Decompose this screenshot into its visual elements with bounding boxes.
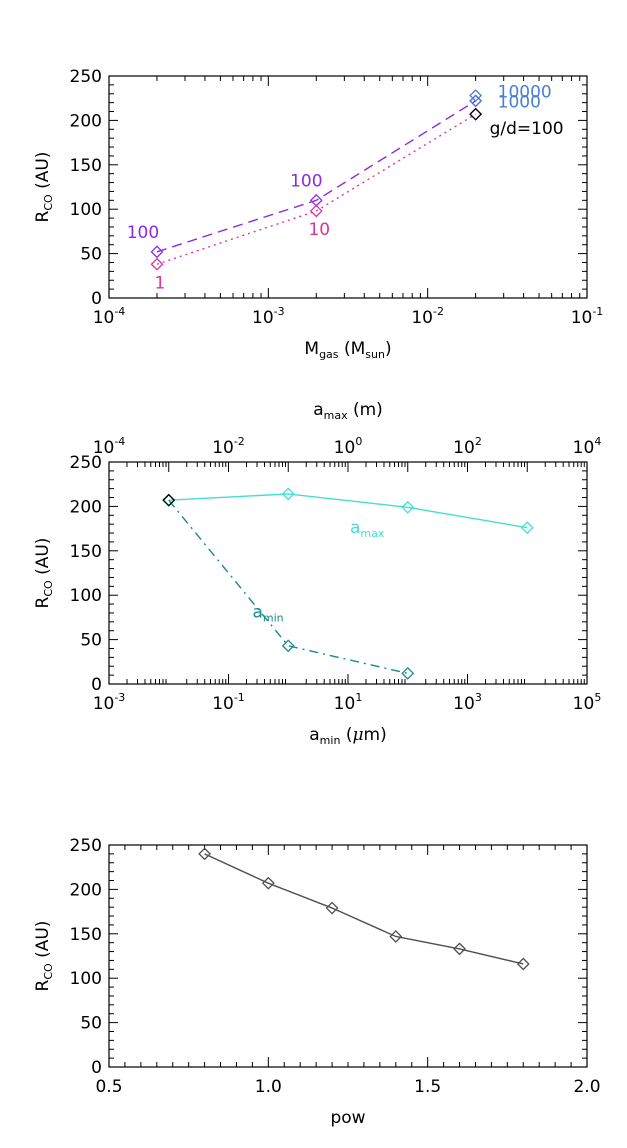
x-axis-label: pow bbox=[330, 1108, 365, 1128]
y-axis-label: RCO (AU) bbox=[33, 152, 55, 223]
x-tick-label: 2.0 bbox=[573, 1077, 600, 1097]
y-tick-label: 50 bbox=[80, 1014, 102, 1034]
data-point bbox=[520, 521, 534, 535]
x-tick-label: 1.5 bbox=[414, 1077, 441, 1097]
series-label-amax: amax bbox=[350, 518, 385, 540]
data-point bbox=[389, 930, 403, 943]
x-tick-label: 105 bbox=[573, 691, 602, 714]
series-line-2 bbox=[156, 113, 476, 265]
data-point bbox=[401, 500, 415, 514]
data-point bbox=[281, 487, 295, 501]
point-label: 100 bbox=[127, 223, 159, 243]
x-tick-label: 10-2 bbox=[411, 305, 444, 328]
x-tick-label: 10-3 bbox=[93, 691, 126, 714]
y-tick-label: 250 bbox=[70, 453, 102, 473]
plot-frame bbox=[108, 461, 588, 685]
series-line-1 bbox=[168, 493, 528, 529]
data-point bbox=[261, 876, 275, 890]
x-tick-label: 10-1 bbox=[212, 691, 245, 714]
y-tick-label: 50 bbox=[80, 245, 102, 265]
data-point bbox=[309, 204, 323, 218]
y-tick-label: 0 bbox=[91, 675, 102, 695]
y-tick-label: 100 bbox=[70, 969, 102, 989]
data-point bbox=[453, 942, 466, 956]
y-tick-label: 200 bbox=[70, 111, 102, 131]
top-tick-label: 10-2 bbox=[212, 435, 245, 458]
plot-frame bbox=[108, 844, 588, 1068]
gas-to-dust-annotation: 10000 bbox=[498, 83, 552, 103]
data-point bbox=[469, 89, 483, 102]
y-tick-label: 200 bbox=[70, 880, 102, 900]
y-tick-label: 200 bbox=[70, 497, 102, 517]
y-tick-label: 100 bbox=[70, 586, 102, 606]
x-tick-label: 10-1 bbox=[571, 305, 604, 328]
data-point bbox=[516, 957, 530, 971]
data-point bbox=[150, 257, 164, 271]
chart-panel-3: 0 50 100 150 200 250 0.5 1.0 1.5 2.0 pow RCO (AU) bbox=[33, 836, 601, 1128]
series-line-1 bbox=[204, 853, 524, 965]
gas-to-dust-annotation: 1000 bbox=[498, 92, 541, 112]
y-tick-label: 150 bbox=[70, 542, 102, 562]
x-tick-label: 103 bbox=[453, 691, 482, 714]
y-axis-label: RCO (AU) bbox=[33, 921, 55, 992]
top-tick-label: 104 bbox=[573, 435, 602, 458]
y-tick-label: 100 bbox=[70, 200, 102, 220]
top-tick-label: 100 bbox=[334, 435, 363, 458]
y-tick-label: 250 bbox=[70, 836, 102, 856]
series-line-1 bbox=[156, 100, 477, 253]
x-axis-label: Mgas (Msun) bbox=[304, 339, 391, 361]
data-point bbox=[162, 493, 176, 507]
data-point bbox=[325, 901, 339, 915]
y-tick-label: 150 bbox=[70, 925, 102, 945]
x-tick-label: 0.5 bbox=[95, 1077, 122, 1097]
data-point bbox=[281, 639, 295, 653]
top-tick-label: 102 bbox=[453, 435, 482, 458]
chart-panel-2: 0 50 100 150 200 250 10-3 10-1 101 103 105 10-4 10-2… bbox=[33, 400, 601, 747]
y-tick-label: 0 bbox=[91, 1058, 102, 1078]
gas-to-dust-annotation: g/d=100 bbox=[490, 119, 564, 139]
data-point bbox=[469, 94, 483, 108]
point-label: 1 bbox=[155, 273, 166, 293]
data-point bbox=[198, 847, 212, 861]
y-tick-label: 150 bbox=[70, 156, 102, 176]
y-tick-label: 0 bbox=[91, 289, 102, 309]
x-tick-label: 10-3 bbox=[252, 305, 285, 328]
top-axis-label: amax (m) bbox=[313, 400, 383, 422]
data-point bbox=[150, 245, 164, 259]
plot-frame bbox=[108, 75, 588, 299]
top-tick-label: 10-4 bbox=[93, 435, 126, 458]
x-tick-label: 10-4 bbox=[93, 305, 126, 328]
x-tick-label: 1.0 bbox=[255, 1077, 282, 1097]
data-point bbox=[469, 107, 483, 121]
point-label: 10 bbox=[308, 220, 330, 240]
series-label-amin: amin bbox=[252, 602, 283, 624]
x-tick-label: 101 bbox=[334, 691, 363, 714]
point-label: 100 bbox=[290, 171, 322, 191]
data-point bbox=[401, 666, 415, 680]
y-tick-label: 50 bbox=[80, 631, 102, 651]
x-axis-label: amin (μm) bbox=[309, 725, 386, 747]
y-axis-label: RCO (AU) bbox=[33, 538, 55, 609]
y-tick-label: 250 bbox=[70, 67, 102, 87]
